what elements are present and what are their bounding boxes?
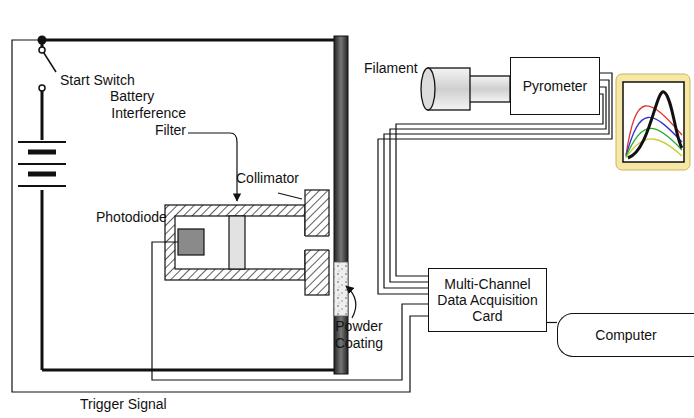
connector-wire (547, 322, 557, 323)
device-name: Multi-Channel Data Acquisition Card (433, 276, 542, 324)
device-box: Multi-Channel Data Acquisition Card (428, 268, 547, 332)
part-label: Powder Coating (326, 318, 392, 352)
part-label: Photodiode (96, 209, 167, 226)
interference-filter (229, 216, 245, 269)
part-label: Interference Filter (84, 105, 186, 139)
part-label: Filament (364, 60, 418, 77)
part-label: Trigger Signal (80, 396, 167, 413)
collimator-housing (165, 190, 331, 295)
start-switch-symbol (39, 47, 56, 91)
circuit-wire (42, 40, 341, 370)
pyrometer-lens (421, 68, 510, 110)
device-box: Pyrometer (510, 57, 600, 115)
device-name: Pyrometer (523, 78, 588, 94)
photodiode-chip (178, 229, 204, 255)
leader-line (188, 133, 356, 318)
part-label: Start Switch (60, 72, 135, 89)
powder-coating (334, 262, 348, 316)
part-label: Collimator (236, 170, 299, 187)
part-label: Battery (110, 88, 154, 105)
signal-wire (12, 40, 428, 392)
device-name: Computer (595, 327, 656, 343)
device-box: Computer (557, 313, 694, 357)
chart-inset (616, 74, 690, 170)
battery-symbol (18, 142, 66, 186)
